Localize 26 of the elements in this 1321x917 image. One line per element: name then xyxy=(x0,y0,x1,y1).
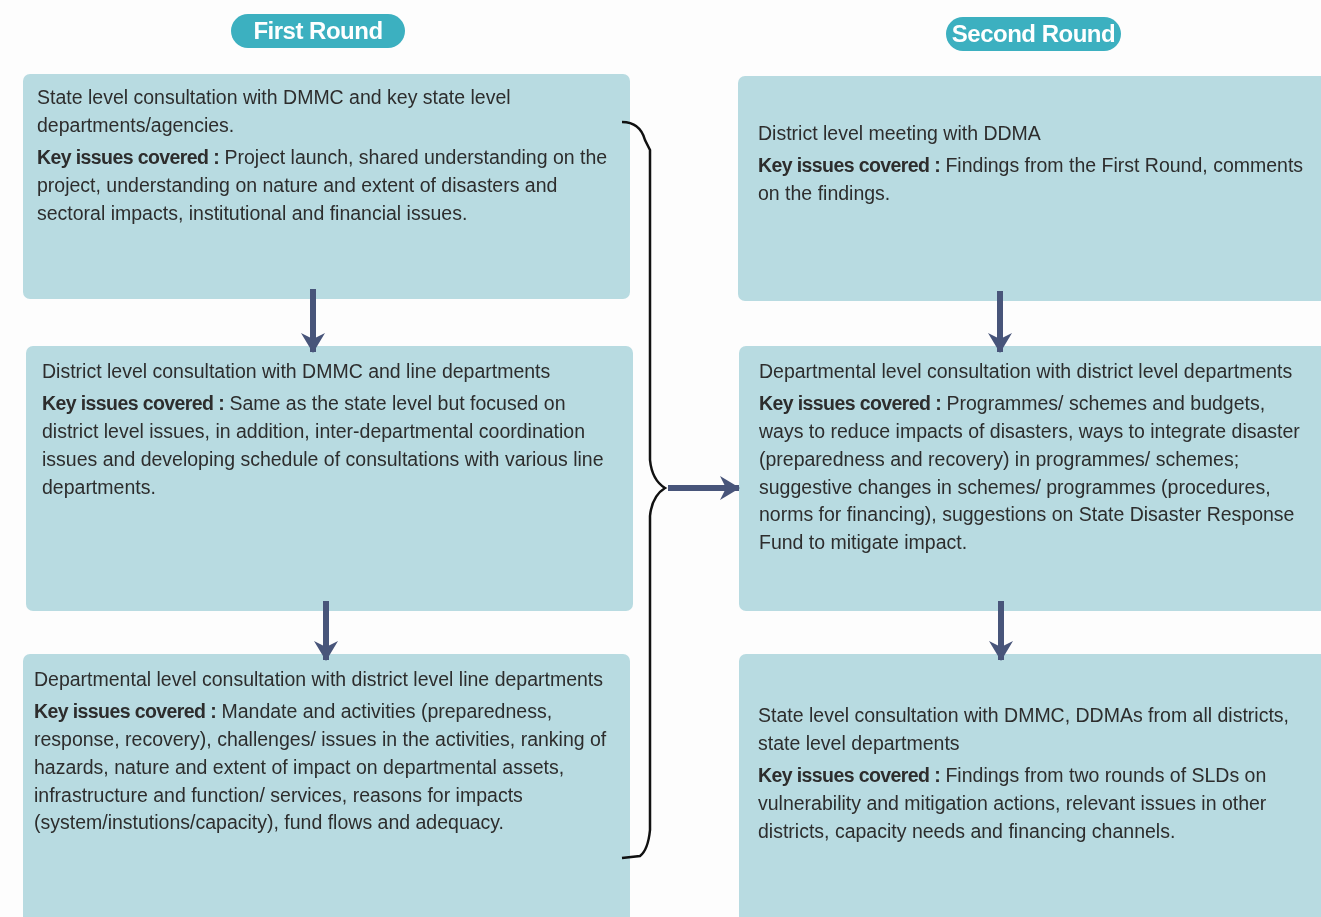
arrow xyxy=(668,476,740,500)
step-title: District level consultation with DMMC and line departments xyxy=(42,359,552,384)
step-box xyxy=(23,654,630,917)
arrow xyxy=(301,289,325,353)
step-description: Key issues covered : Project launch, shared understanding on the project, understanding on nature and extent of disasters and sectoral impacts, institutional and financial issues. xyxy=(37,144,609,226)
arrow xyxy=(314,601,338,661)
step-box xyxy=(739,346,1321,611)
step-title: District level meeting with DDMA xyxy=(758,121,1042,146)
step-description: Key issues covered : Programmes/ schemes and budgets, ways to reduce impacts of disasters, ways to integrate disaster (preparedness and recovery) in programmes/ schemes; suggestive changes in schemes/ programmes (procedures, norms for financing), suggestions on State Disaster Response Fund to mitigate impact. xyxy=(759,390,1301,556)
step-box xyxy=(739,654,1321,917)
step-title: Departmental level consultation with district level line departments xyxy=(34,667,605,692)
step-title: State level consultation with DMMC and key state level departments/agencies. xyxy=(37,85,512,138)
curly-bracket xyxy=(620,119,668,861)
step-description: Key issues covered : Mandate and activities (preparedness, response, recovery), challenges/ issues in the activities, ranking of hazards, nature and extent of impact on departmental assets, infrastructure and function/ services, reasons for impacts (system/instutions/capacity), fund flows and adequacy. xyxy=(34,698,608,836)
step-description: Key issues covered : Same as the state level but focused on district level issues, in addition, inter-departmental coordination issues and developing schedule of consultations with various line departments. xyxy=(42,390,605,500)
arrow xyxy=(988,291,1012,353)
round-heading: First Round xyxy=(231,14,405,48)
step-box xyxy=(26,346,633,611)
step-description: Key issues covered : Findings from the First Round, comments on the findings. xyxy=(758,152,1305,206)
step-box xyxy=(738,76,1321,301)
step-description: Key issues covered : Findings from two rounds of SLDs on vulnerability and mitigation actions, relevant issues in other districts, capacity needs and financing channels. xyxy=(758,762,1268,844)
step-title: State level consultation with DMMC, DDMAs from all districts, state level departments xyxy=(758,703,1290,756)
step-title: Departmental level consultation with district level departments xyxy=(759,359,1294,384)
arrow xyxy=(989,601,1013,661)
round-heading: Second Round xyxy=(946,17,1121,51)
step-box xyxy=(23,74,630,299)
